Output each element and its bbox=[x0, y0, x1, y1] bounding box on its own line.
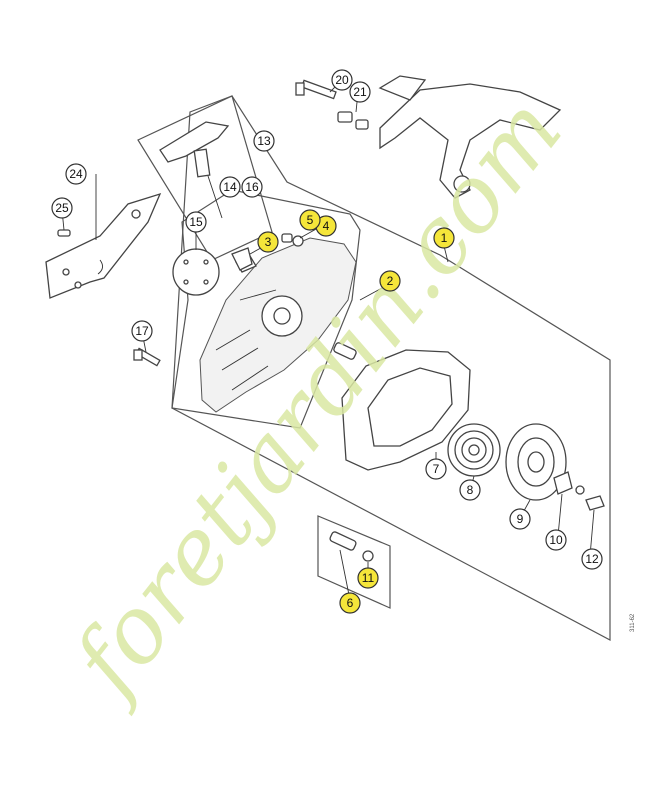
valve-3 bbox=[231, 247, 253, 271]
screw-20 bbox=[295, 79, 337, 100]
bracket-plate-24 bbox=[45, 192, 162, 299]
callout-label: 5 bbox=[307, 213, 314, 227]
screw-17 bbox=[133, 347, 161, 367]
callout-5: 5 bbox=[299, 209, 321, 231]
callout-11: 11 bbox=[357, 567, 379, 589]
pin-inset bbox=[317, 515, 391, 609]
callout-label: 4 bbox=[323, 219, 330, 233]
callout-label: 16 bbox=[245, 180, 259, 194]
callout-label: 12 bbox=[585, 552, 599, 566]
handle-housing bbox=[378, 75, 562, 199]
starter-grip bbox=[159, 121, 230, 219]
washer-4 bbox=[292, 235, 304, 247]
callout-8: 8 bbox=[459, 479, 481, 501]
callout-7: 7 bbox=[425, 458, 447, 480]
fan-housing-2 bbox=[199, 237, 357, 413]
pawl-10 bbox=[553, 471, 585, 495]
callout-label: 6 bbox=[347, 596, 354, 610]
assembly-frame bbox=[171, 95, 611, 641]
callout-label: 9 bbox=[517, 512, 524, 526]
callout-label: 14 bbox=[223, 180, 237, 194]
callout-label: 11 bbox=[362, 571, 375, 585]
sleeve-21 bbox=[337, 111, 369, 130]
rewind-spring-8 bbox=[447, 423, 501, 477]
watermark: foretjardin.com bbox=[49, 78, 582, 718]
callout-12: 12 bbox=[581, 548, 603, 570]
diaphragm-15 bbox=[172, 248, 220, 296]
callout-25: 25 bbox=[51, 197, 73, 219]
side-code: 311-62 bbox=[630, 613, 636, 632]
callout-label: 17 bbox=[135, 324, 149, 338]
callout-6: 6 bbox=[339, 592, 361, 614]
callout-3: 3 bbox=[257, 231, 279, 253]
callout-15: 15 bbox=[185, 211, 207, 233]
watermark-text: foretjardin.com bbox=[49, 78, 582, 718]
callout-14: 14 bbox=[219, 176, 241, 198]
callout-1: 1 bbox=[433, 227, 455, 249]
callout-label: 25 bbox=[55, 201, 69, 215]
callout-label: 13 bbox=[257, 134, 271, 148]
callout-label: 2 bbox=[387, 274, 394, 288]
callout-2: 2 bbox=[379, 270, 401, 292]
callout-13: 13 bbox=[253, 130, 275, 152]
callout-10: 10 bbox=[545, 529, 567, 551]
callout-label: 15 bbox=[189, 215, 203, 229]
spring-clip-12 bbox=[585, 495, 605, 511]
callout-label: 24 bbox=[69, 167, 83, 181]
callout-20: 20 bbox=[331, 69, 353, 91]
callout-17: 17 bbox=[131, 320, 153, 342]
callout-24: 24 bbox=[65, 163, 87, 185]
callout-label: 7 bbox=[433, 462, 440, 476]
callout-label: 3 bbox=[265, 235, 272, 249]
callout-label: 8 bbox=[467, 483, 474, 497]
rope-rotor-9 bbox=[505, 423, 567, 501]
callout-label: 1 bbox=[441, 231, 448, 245]
callout-21: 21 bbox=[349, 81, 371, 103]
pin-part bbox=[333, 342, 357, 360]
callout-label: 10 bbox=[549, 533, 563, 547]
shroud-7 bbox=[341, 349, 471, 471]
callout-label: 21 bbox=[353, 85, 367, 99]
callout-16: 16 bbox=[241, 176, 263, 198]
screw-25 bbox=[57, 229, 71, 237]
callout-label: 20 bbox=[335, 73, 349, 87]
ring-5 bbox=[281, 233, 293, 243]
callout-9: 9 bbox=[509, 508, 531, 530]
